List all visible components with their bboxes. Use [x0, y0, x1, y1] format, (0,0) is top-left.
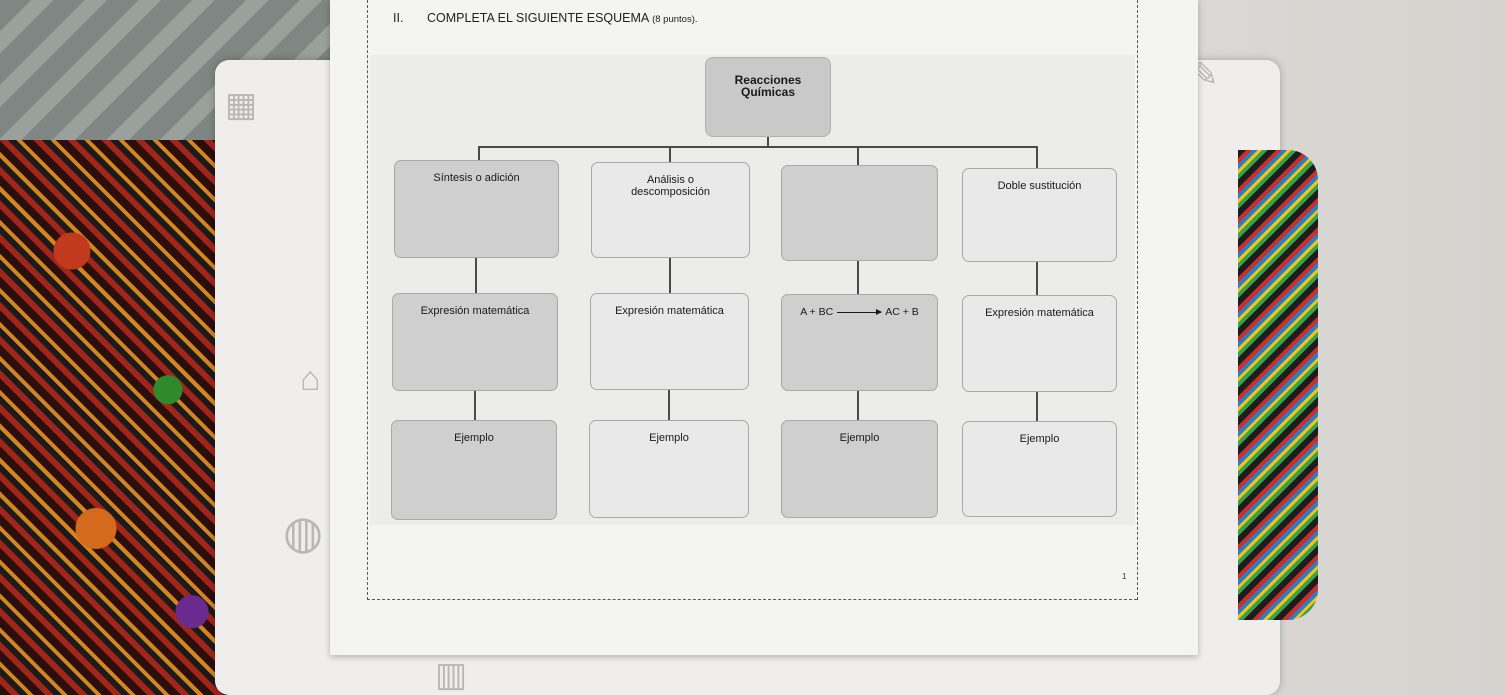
- connector: [857, 391, 859, 420]
- root-line1: Reacciones: [734, 73, 802, 87]
- example-double-substitution[interactable]: Ejemplo: [962, 421, 1117, 517]
- connector: [857, 146, 859, 165]
- type-synthesis[interactable]: Síntesis o adición: [394, 160, 559, 258]
- expression-decomposition[interactable]: Expresión matemática: [590, 293, 749, 390]
- connector: [1036, 262, 1038, 295]
- expression-label: Expresión matemática: [420, 305, 530, 317]
- expression-label: Expresión matemática: [615, 305, 724, 317]
- example-label: Ejemplo: [839, 432, 880, 444]
- type-double-substitution[interactable]: Doble sustitución: [962, 168, 1117, 262]
- expression-simple-substitution[interactable]: A + BC AC + B: [781, 294, 938, 391]
- connector: [478, 146, 480, 160]
- formula-right: AC + B: [885, 306, 919, 318]
- doodle-icon: ▦: [225, 86, 258, 124]
- connector: [475, 258, 477, 293]
- section-number: II.: [393, 11, 404, 25]
- connector: [1036, 392, 1038, 421]
- type-label-line2: descomposición: [631, 186, 710, 198]
- page-number: 1: [1122, 572, 1127, 581]
- example-simple-substitution[interactable]: Ejemplo: [781, 420, 938, 518]
- instruction-points: (8 puntos).: [652, 14, 698, 25]
- blanket-left: [0, 140, 240, 695]
- connector: [668, 390, 670, 420]
- cut-line-bottom: [367, 599, 1137, 600]
- formula: A + BC AC + B: [782, 306, 937, 318]
- root-line2: Químicas: [740, 85, 796, 99]
- type-label: Doble sustitución: [997, 180, 1082, 192]
- doodle-icon: ▥: [435, 656, 468, 694]
- expression-double-substitution[interactable]: Expresión matemática: [962, 295, 1117, 392]
- formula-left: A + BC: [800, 306, 834, 318]
- instruction: II. COMPLETA EL SIGUIENTE ESQUEMA (8 punt…: [393, 11, 698, 25]
- connector: [857, 261, 859, 294]
- connector: [1036, 146, 1038, 168]
- connector: [474, 391, 476, 420]
- connector: [767, 137, 769, 147]
- type-label: Análisis o: [646, 174, 695, 186]
- expression-synthesis[interactable]: Expresión matemática: [392, 293, 558, 391]
- type-label: Síntesis o adición: [433, 172, 520, 184]
- example-synthesis[interactable]: Ejemplo: [391, 420, 557, 520]
- basketball-doodle-icon: ◍: [283, 506, 324, 558]
- type-blank[interactable]: [781, 165, 938, 261]
- arrow-right-icon: [837, 308, 883, 315]
- example-label: Ejemplo: [1019, 433, 1060, 445]
- connector: [669, 258, 671, 293]
- example-label: Ejemplo: [454, 432, 494, 444]
- example-decomposition[interactable]: Ejemplo: [589, 420, 749, 518]
- example-label: Ejemplo: [649, 432, 689, 444]
- expression-label: Expresión matemática: [985, 307, 1094, 319]
- cut-line-right: [1137, 0, 1138, 600]
- cut-line-left: [367, 0, 368, 600]
- blanket-right: [1238, 150, 1318, 620]
- doodle-icon: ⌂: [300, 360, 321, 398]
- instruction-text: COMPLETA EL SIGUIENTE ESQUEMA: [427, 11, 649, 25]
- connector: [478, 146, 1037, 148]
- connector: [669, 146, 671, 162]
